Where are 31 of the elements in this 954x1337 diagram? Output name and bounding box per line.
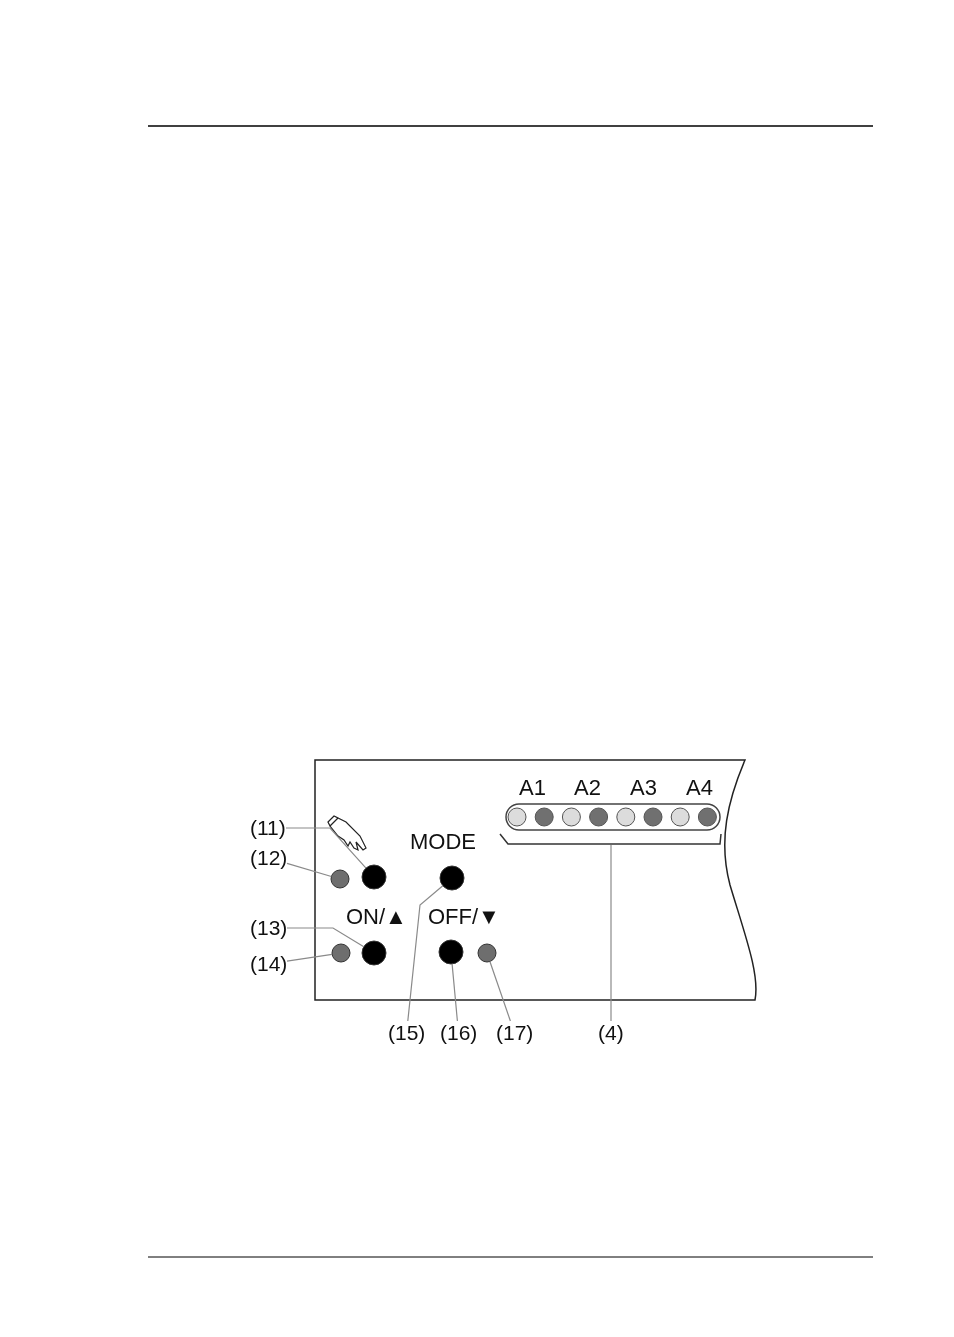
leader-line <box>610 844 612 1022</box>
callout-number: (16) <box>440 1021 478 1045</box>
push-button <box>361 940 387 966</box>
leader-line <box>286 862 332 878</box>
callout-number: (13) <box>250 916 288 940</box>
led-strip <box>499 803 722 845</box>
leader-line <box>285 827 367 869</box>
status-led <box>330 869 350 889</box>
callout-number: (4) <box>598 1021 624 1045</box>
push-button <box>439 865 465 891</box>
panel-label: ON/▲ <box>346 905 407 929</box>
panel-label: A4 <box>686 776 713 800</box>
callout-number: (17) <box>496 1021 534 1045</box>
push-button <box>438 939 464 965</box>
status-led <box>331 943 351 963</box>
callout-number: (12) <box>250 846 288 870</box>
panel-label: OFF/▼ <box>428 905 500 929</box>
panel-label: A2 <box>574 776 601 800</box>
push-button <box>361 864 387 890</box>
panel-label: A1 <box>519 776 546 800</box>
callout-number: (15) <box>388 1021 426 1045</box>
leader-line <box>286 953 333 962</box>
leader-line <box>451 963 458 1022</box>
leader-line <box>489 960 511 1022</box>
panel-label: MODE <box>410 830 476 854</box>
leader-line <box>407 885 444 1022</box>
callout-number: (11) <box>250 816 286 840</box>
callout-number: (14) <box>250 952 288 976</box>
panel-label: A3 <box>630 776 657 800</box>
leader-line <box>286 927 365 948</box>
status-led <box>477 943 497 963</box>
